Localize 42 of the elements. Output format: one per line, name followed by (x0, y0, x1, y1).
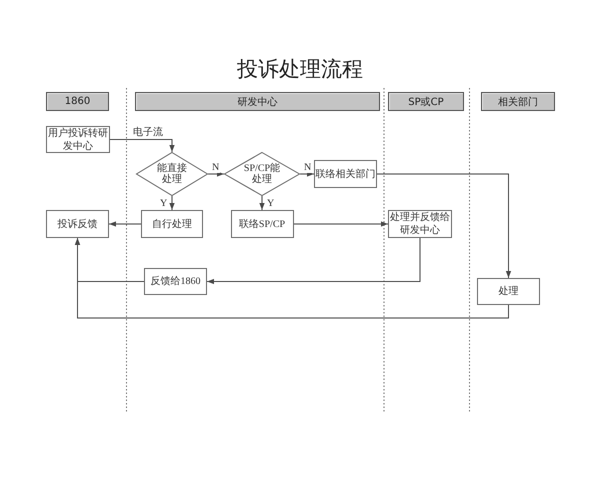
process-box (144, 268, 207, 295)
step-text: 用户投诉转研发中心 (47, 126, 109, 152)
lane-header (481, 92, 555, 111)
step-text: 自行处理 (152, 218, 192, 230)
flow-arrow (74, 238, 509, 318)
step-text: 反馈给1860 (150, 275, 200, 288)
process-box (477, 278, 540, 305)
process-box (141, 210, 203, 238)
diagram-title: 投诉处理流程 (237, 56, 363, 83)
lane-header (388, 92, 464, 111)
process-box (314, 160, 377, 188)
flow-arrow (293, 221, 388, 227)
flow-arrow (208, 171, 224, 177)
lane-header (46, 92, 109, 111)
flow-arrow (206, 238, 420, 284)
flow-arrow (108, 221, 142, 227)
process-box (230, 210, 294, 238)
process-box (46, 210, 109, 238)
flow-arrow (259, 196, 265, 210)
edge-label: N (211, 162, 220, 173)
lane-header (135, 92, 380, 111)
decision-diamond (224, 152, 300, 196)
step-text: 联络SP/CP (238, 218, 286, 230)
decision-text: 能直接处理 (156, 163, 188, 185)
lane-title: 1860 (64, 96, 90, 107)
lane-title: 相关部门 (498, 96, 538, 108)
lane-title: SP或CP (408, 96, 444, 108)
flow-arrow (169, 196, 175, 210)
decision-text: SP/CP能处理 (242, 163, 282, 185)
step-text: 投诉反馈 (58, 218, 98, 230)
lane-title: 研发中心 (238, 96, 278, 108)
decision-diamond (136, 152, 208, 196)
step-text: 处理并反馈给研发中心 (389, 211, 451, 237)
step-text: 处理 (498, 285, 518, 298)
step-text: 联络相关部门 (316, 168, 376, 180)
edge-label: N (303, 162, 312, 173)
edge-label: 电子流 (132, 127, 164, 138)
flow-arrow (110, 139, 175, 152)
flow-arrow (300, 171, 314, 177)
edge-label: Y (266, 198, 276, 209)
edge-label: Y (159, 198, 168, 209)
flow-arrow (376, 174, 512, 278)
